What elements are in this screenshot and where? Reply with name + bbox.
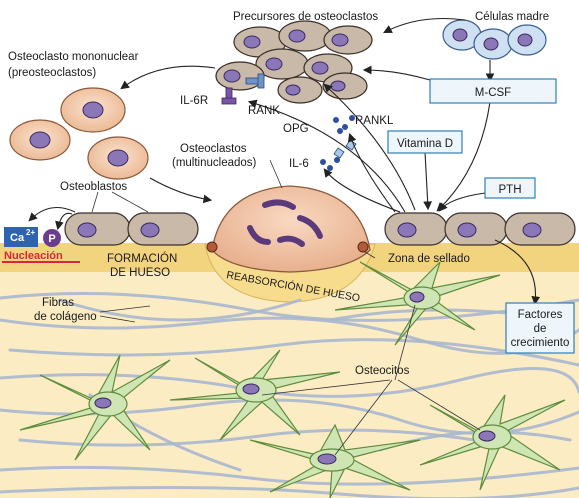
rankl-molecules — [333, 115, 355, 134]
factores-label-line2: de — [534, 323, 547, 335]
pth-box — [484, 177, 536, 199]
calcium-label: Ca — [10, 232, 25, 244]
factores-label-line1: Factores — [518, 309, 563, 321]
factores-box — [505, 302, 575, 354]
osteocitos-label: Osteocitos — [355, 365, 410, 377]
rankl-label: RANKL — [355, 115, 394, 127]
opg-molecules — [333, 139, 357, 159]
vitamina-d-box — [387, 130, 463, 154]
calcium-badge — [4, 227, 38, 247]
receptor-rank — [245, 73, 265, 89]
mcsf-label: M-CSF — [475, 87, 511, 99]
sealing-zone-left — [206, 241, 218, 253]
sealing-zone-right — [357, 241, 369, 253]
mononuclear-label-line2: (preosteoclastos) — [8, 67, 96, 79]
vitamina-d-label: Vitamina D — [397, 138, 453, 150]
osteocyte-cell — [19, 354, 171, 461]
fibras-label-line1: Fibras — [42, 297, 74, 309]
il6-molecules — [320, 157, 340, 171]
arrows — [28, 18, 541, 306]
zona-sellado-label: Zona de sellado — [388, 253, 470, 265]
osteocyte-cell — [169, 349, 341, 441]
osteocyte-cell — [334, 261, 501, 346]
osteoblastos-label: Osteoblastos — [60, 181, 127, 193]
osteocyte-cell — [249, 423, 421, 498]
calcium-charge: 2+ — [26, 228, 35, 237]
rank-label: RANK — [248, 105, 280, 117]
il6r-label: IL-6R — [180, 95, 208, 107]
celulas-madre-label: Células madre — [475, 11, 549, 23]
osteocyte-cell — [419, 394, 566, 491]
osteoblast-row-left — [64, 212, 199, 246]
osteoclastos-label-line2: (multinucleados) — [172, 157, 257, 169]
mononuclear-label-line1: Osteoclasto mononuclear — [8, 51, 139, 63]
stem-cells — [442, 19, 547, 60]
phosphate-badge — [43, 229, 61, 247]
fibras-label-line2: de colágeno — [34, 311, 97, 323]
osteoclast-precursors — [215, 20, 373, 104]
receptor-il6r — [221, 87, 237, 105]
nucleation-label: Nucleación — [4, 250, 63, 262]
formacion-label-line1: FORMACIÓN — [107, 252, 177, 265]
il6-label: IL-6 — [289, 158, 309, 170]
osteoblast-row-right — [384, 212, 576, 246]
osteoclast-multinucleated — [206, 185, 371, 273]
mononuclear-osteoclasts — [9, 87, 149, 180]
opg-label: OPG — [283, 123, 309, 135]
osteocytes — [19, 261, 566, 498]
formacion-label-line2: DE HUESO — [110, 267, 170, 279]
phosphate-label: P — [48, 233, 55, 245]
precursores-label: Precursores de osteoclastos — [233, 11, 378, 23]
leader-lines — [91, 159, 481, 456]
osteoclastos-label-line1: Osteoclastos — [180, 143, 247, 155]
factores-label-line3: crecimiento — [511, 337, 570, 349]
pth-label: PTH — [499, 184, 522, 196]
mcsf-box — [429, 78, 557, 104]
